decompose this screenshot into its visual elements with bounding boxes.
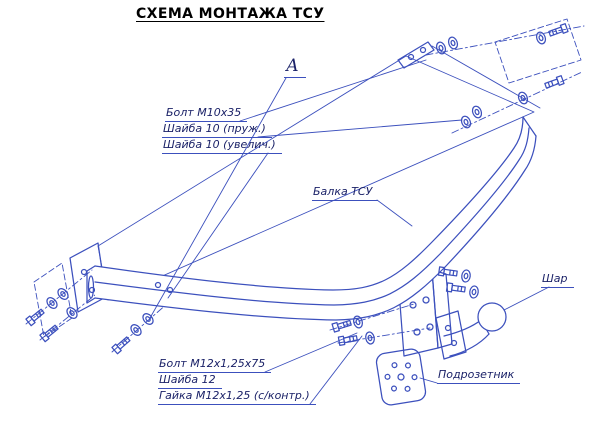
ball-hitch xyxy=(435,302,507,360)
label-beam: Балка ТСУ xyxy=(312,185,379,201)
hitch-bracket-holes xyxy=(409,296,434,336)
label-bolt-m12: Болт М12х1,25х75 xyxy=(158,357,272,373)
label-socket-plate: Подрозетник xyxy=(437,368,521,384)
label-bolt-m10: Болт М10х35 xyxy=(165,106,248,122)
label-ball: Шар xyxy=(541,272,574,288)
label-washer-10-large: Шайба 10 (увелич.) xyxy=(162,138,282,154)
page-title: СХЕМА МОНТАЖА ТСУ xyxy=(136,6,325,22)
leader-lines xyxy=(149,59,550,405)
tow-ball xyxy=(477,302,507,332)
towbar-beam xyxy=(86,116,537,321)
hitch-bolts-right xyxy=(437,266,480,300)
top-right-bracket xyxy=(397,18,585,134)
section-label-a: А xyxy=(284,56,306,78)
top-right-bolts xyxy=(434,23,569,106)
mounting-plane-outline xyxy=(97,55,535,301)
socket-plate xyxy=(375,348,427,406)
label-washer-12: Шайба 12 xyxy=(158,373,222,389)
label-washer-10-spring: Шайба 10 (пруж.) xyxy=(162,122,272,138)
left-mount-bolts xyxy=(25,286,80,343)
beam-right-washers xyxy=(459,104,484,130)
label-nut-m12: Гайка М12х1,25 (с/контр.) xyxy=(158,389,316,405)
